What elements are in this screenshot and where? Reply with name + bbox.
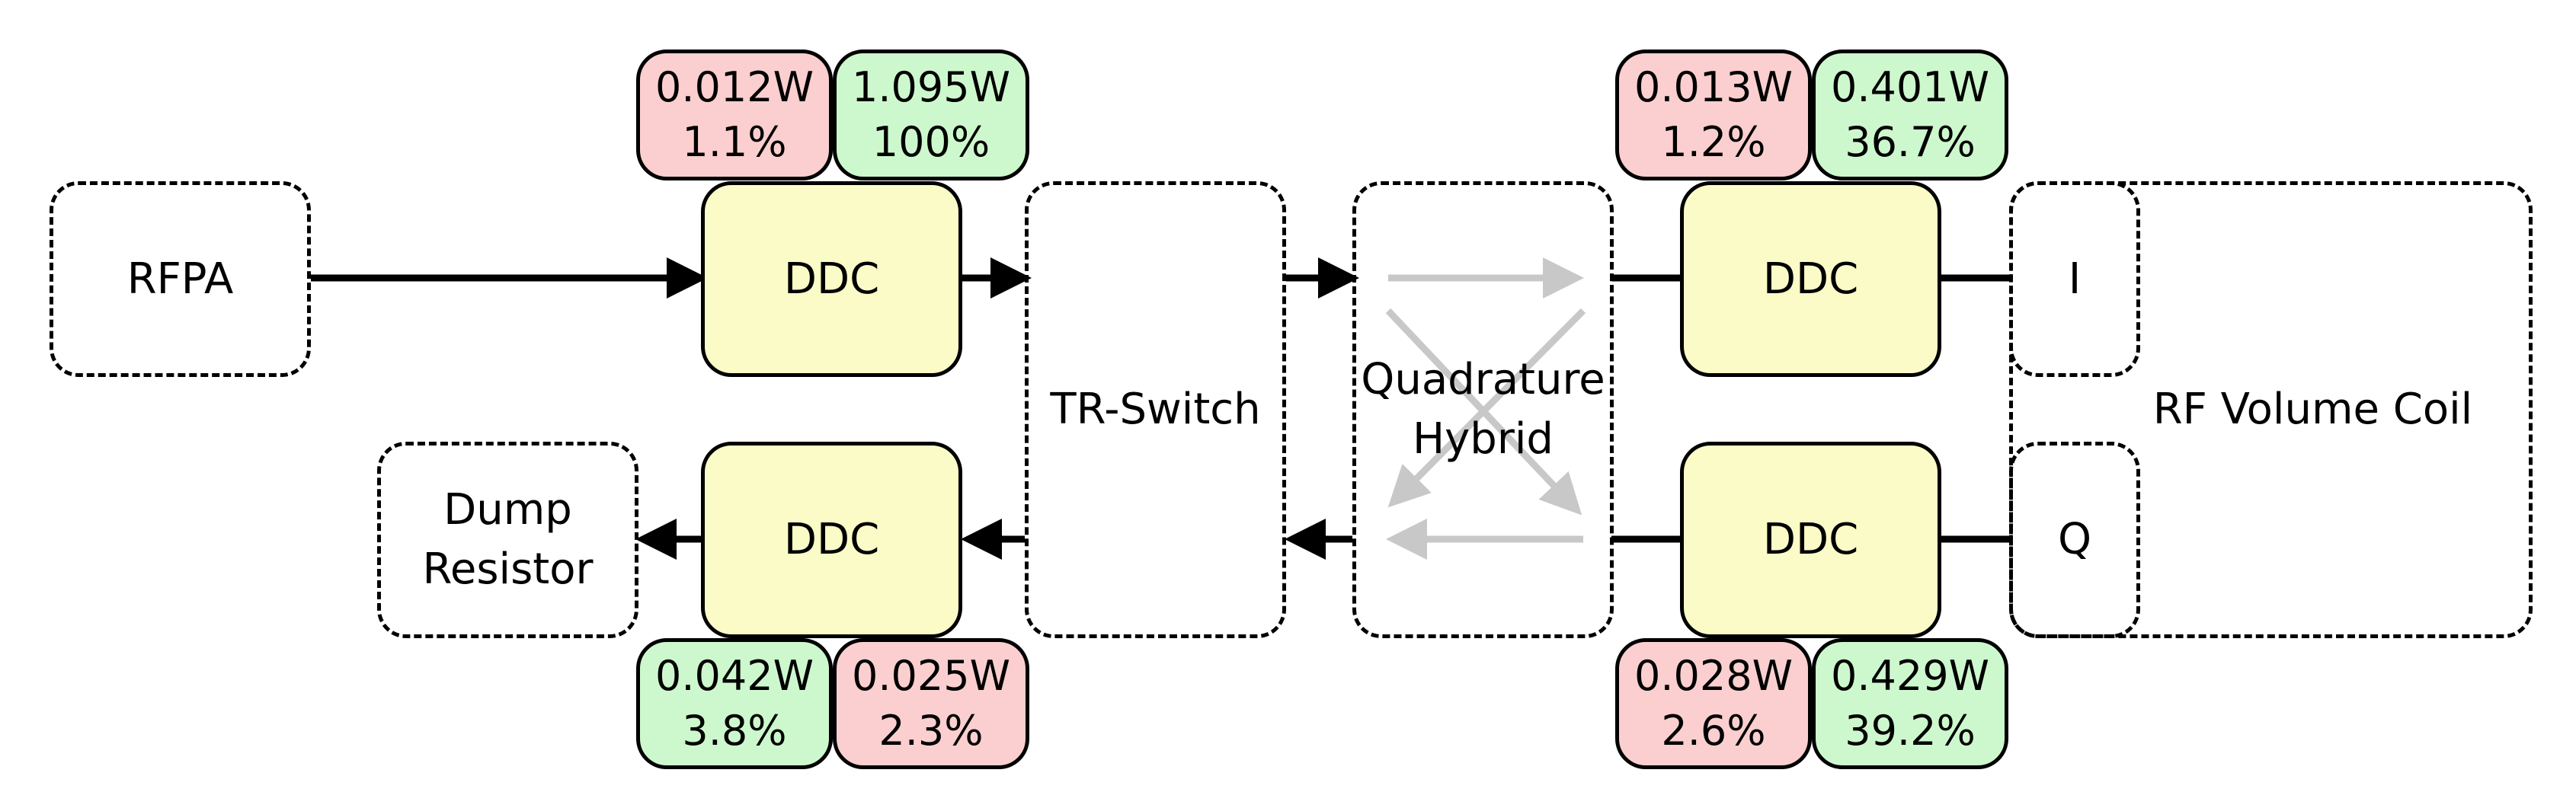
- meter-power: 0.025W: [852, 652, 1010, 700]
- meter-top-left-reflected: 0.012W 1.1%: [636, 50, 833, 180]
- meter-power: 1.095W: [852, 63, 1010, 111]
- hybrid-label-line1: Quadrature: [1361, 355, 1605, 404]
- meter-bottom-left-reflected: 0.025W 2.3%: [833, 638, 1029, 769]
- ddc-label: DDC: [783, 515, 880, 564]
- meter-percent: 100%: [872, 118, 990, 166]
- dump-label-line1: Dump: [443, 485, 572, 535]
- tr-switch-label: TR-Switch: [1050, 385, 1261, 434]
- meter-top-right-forward: 0.401W 36.7%: [1812, 50, 2008, 180]
- meter-percent: 3.8%: [682, 707, 787, 755]
- meter-percent: 2.3%: [878, 707, 984, 755]
- dump-label-line2: Resistor: [422, 545, 594, 594]
- meter-percent: 36.7%: [1845, 118, 1976, 166]
- meter-top-right-reflected: 0.013W 1.2%: [1615, 50, 1812, 180]
- ddc-top-right: DDC: [1680, 181, 1941, 377]
- dump-resistor-block: Dump Resistor: [377, 442, 638, 638]
- rfpa-block: RFPA: [50, 181, 311, 377]
- meter-bottom-left-forward: 0.042W 3.8%: [636, 638, 833, 769]
- meter-power: 0.028W: [1634, 652, 1793, 700]
- coil-label: RF Volume Coil: [2152, 385, 2473, 434]
- meter-top-left-forward: 1.095W 100%: [833, 50, 1029, 180]
- meter-bottom-right-reflected: 0.028W 2.6%: [1615, 638, 1812, 769]
- ddc-bottom-right: DDC: [1680, 442, 1941, 638]
- meter-percent: 2.6%: [1661, 707, 1766, 755]
- meter-power: 0.042W: [655, 652, 814, 700]
- ddc-label: DDC: [783, 254, 880, 304]
- meter-percent: 1.2%: [1661, 118, 1766, 166]
- port-i-block: I: [2009, 181, 2140, 377]
- hybrid-cross-up-arrow: [1387, 308, 1586, 508]
- ddc-top-left: DDC: [701, 181, 962, 377]
- ddc-label: DDC: [1762, 515, 1859, 564]
- ddc-bottom-left: DDC: [701, 442, 962, 638]
- tr-switch-block: TR-Switch: [1025, 181, 1286, 638]
- quadrature-hybrid-block: Quadrature Hybrid: [1352, 181, 1614, 638]
- meter-percent: 39.2%: [1845, 707, 1976, 755]
- hybrid-label-line2: Hybrid: [1413, 414, 1554, 464]
- rf-volume-coil-block: RF Volume Coil: [2009, 181, 2533, 638]
- port-q-block: Q: [2009, 442, 2140, 638]
- meter-bottom-right-forward: 0.429W 39.2%: [1812, 638, 2008, 769]
- meter-power: 0.013W: [1634, 63, 1793, 111]
- meter-power: 0.401W: [1831, 63, 1989, 111]
- rfpa-label: RFPA: [126, 254, 234, 304]
- meter-power: 0.429W: [1831, 652, 1989, 700]
- port-i-label: I: [2068, 254, 2082, 304]
- meter-power: 0.012W: [655, 63, 814, 111]
- port-q-label: Q: [2057, 515, 2092, 564]
- ddc-label: DDC: [1762, 254, 1859, 304]
- meter-percent: 1.1%: [682, 118, 787, 166]
